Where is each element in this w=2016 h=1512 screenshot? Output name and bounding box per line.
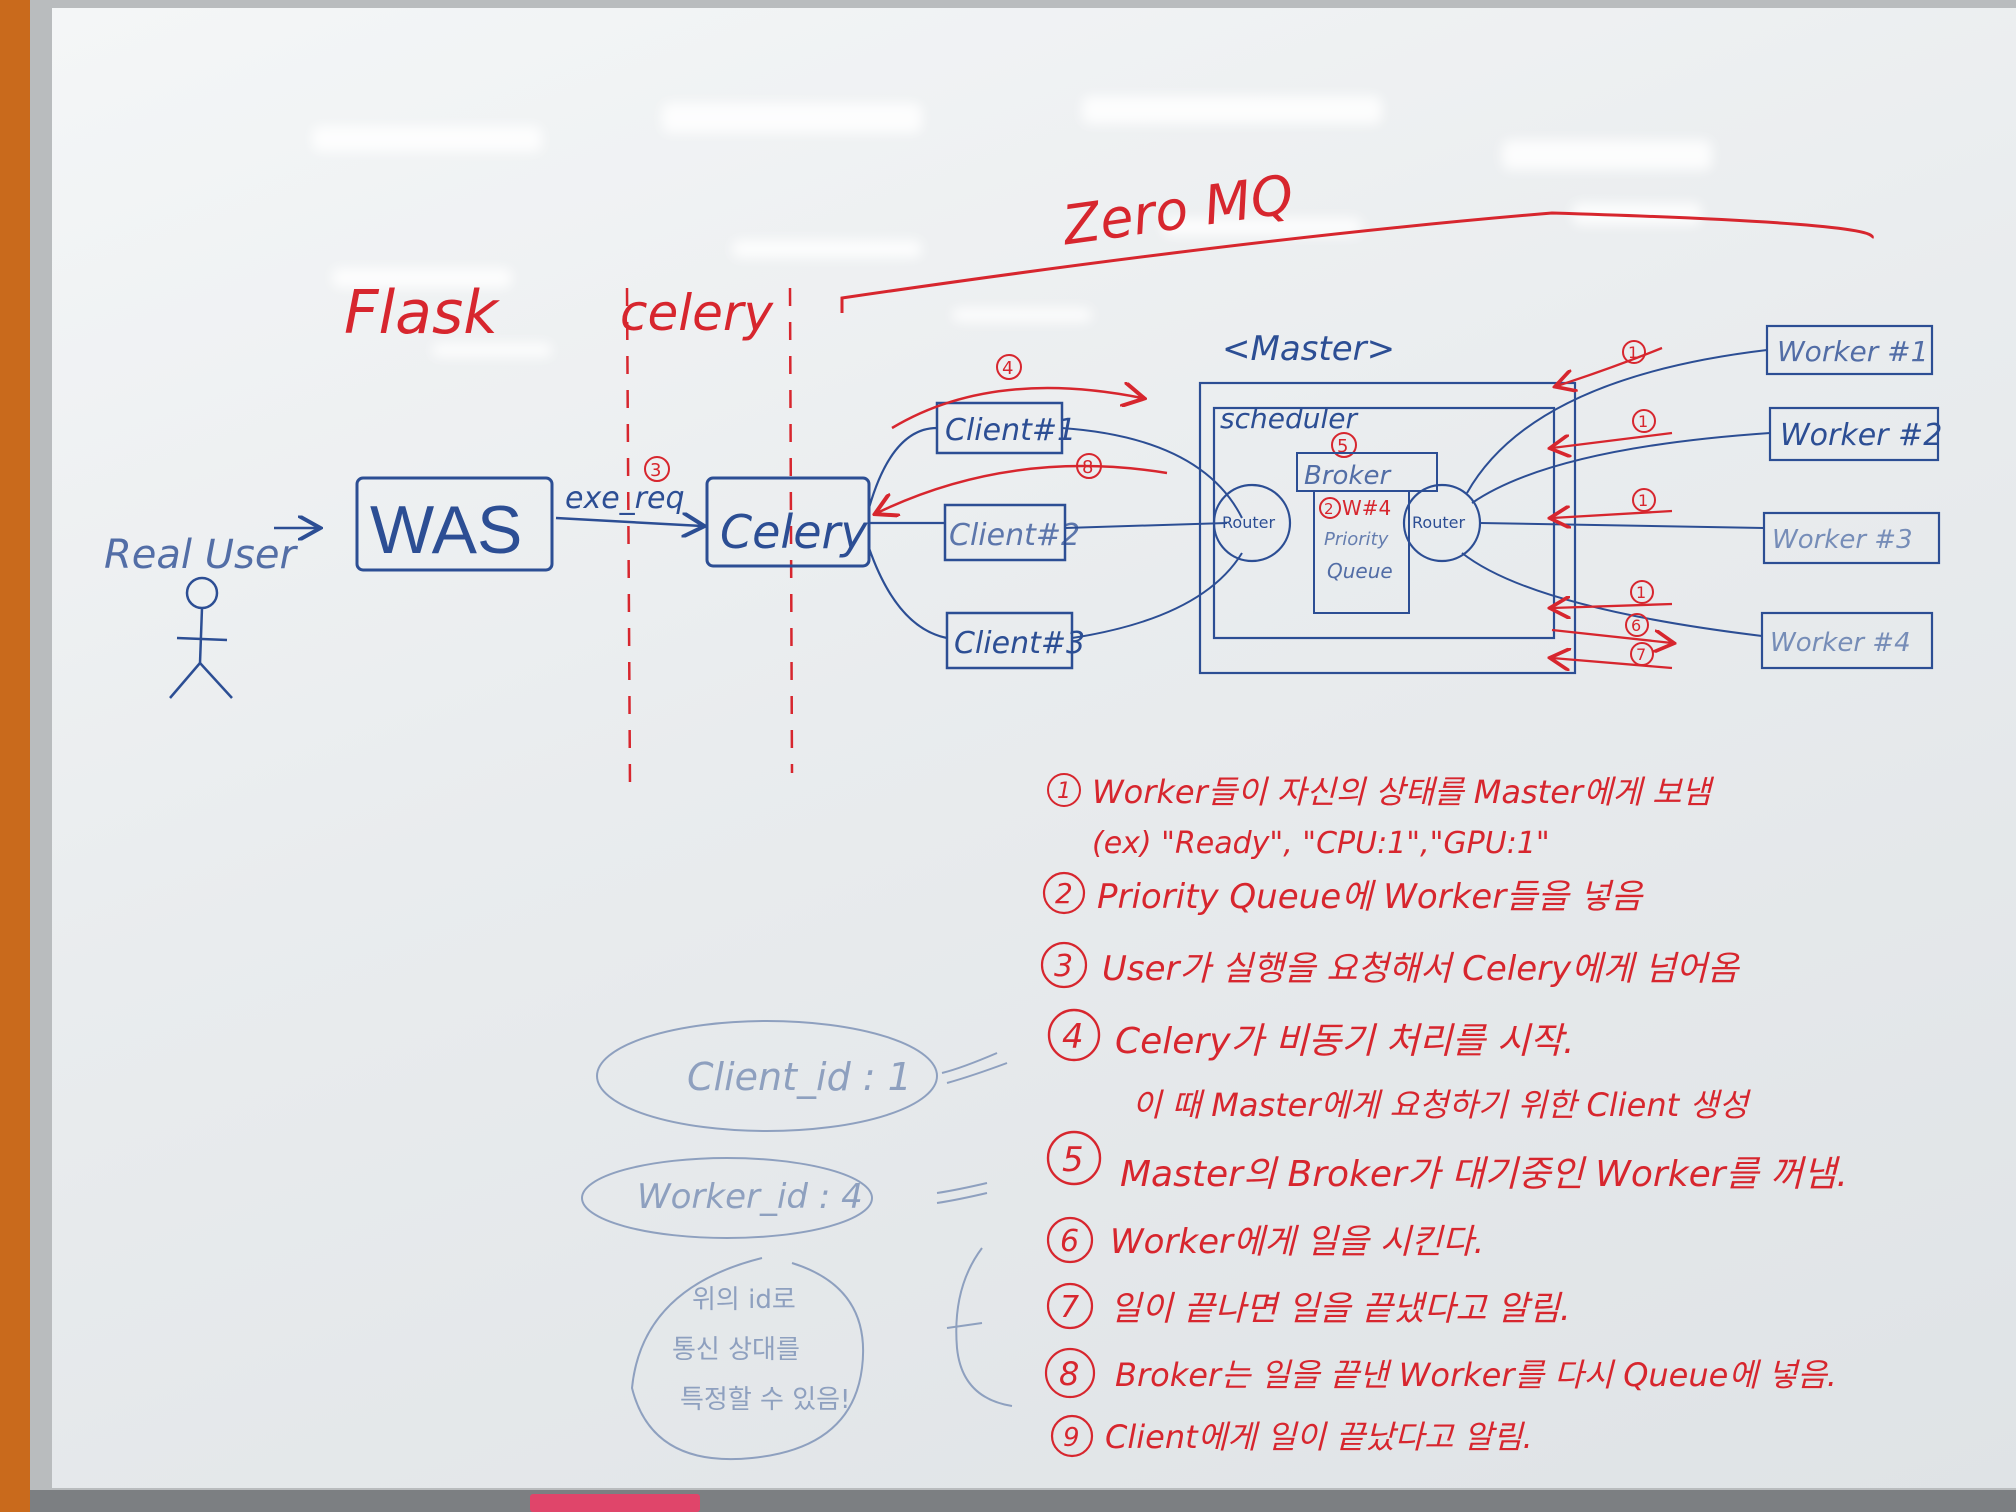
worker-step-1a: 1 (1628, 343, 1638, 362)
zeromq-bracket (840, 211, 1874, 313)
priority-queue-box (1313, 490, 1410, 614)
comment-line-1: 위의 id로 (692, 1285, 796, 1315)
was-to-celery-arrow (555, 518, 702, 526)
step-list-1b-text: (ex) "Ready", "CPU:1","GPU:1" (1092, 826, 1550, 861)
router-left-label: Router (1222, 513, 1275, 532)
worker-step-7: 7 (1636, 645, 1646, 664)
was-box (355, 476, 554, 572)
celery-divider-left (625, 287, 632, 789)
step-list-9-text: Client에게 일이 끝났다고 알림. (1105, 1418, 1533, 1456)
step-list-7-num: 7 (1060, 1290, 1079, 1325)
step-list-4-circle (1047, 1008, 1101, 1062)
step-list-1-circle (1047, 773, 1081, 807)
step-list-2-num: 2 (1055, 877, 1073, 910)
router-right-label: Router (1412, 513, 1465, 532)
step-list: 1 Worker들이 자신의 상태를 Master에게 보냄 (ex) "Rea… (1040, 773, 1848, 1458)
queue-label: Queue (1327, 559, 1393, 583)
celery-divider-right (788, 287, 794, 774)
whiteboard: Zero MQ Flask celery <Master> Real User … (52, 8, 2016, 1488)
worker-id-note: Worker_id : 4 (637, 1177, 863, 1217)
step-list-4-text: Celery가 비동기 처리를 시작. (1115, 1021, 1574, 1062)
scheduler-label: scheduler (1220, 402, 1358, 435)
client-3-label: Client#3 (954, 626, 1085, 661)
wall (0, 0, 30, 1512)
worker-3-label: Worker #3 (1772, 525, 1913, 555)
master-outer-box (1198, 381, 1577, 675)
client-2-box (943, 503, 1067, 562)
comment-line-2: 통신 상대를 (672, 1335, 800, 1365)
step-4-arrow (891, 388, 1142, 430)
side-notes (581, 1020, 1013, 1461)
router-left-circle (1212, 483, 1292, 563)
client-3-box (945, 611, 1074, 670)
worker-step-6: 6 (1631, 616, 1641, 635)
step-list-1-text: Worker들이 자신의 상태를 Master에게 보냄 (1092, 773, 1715, 811)
step-list-9-num: 9 (1063, 1423, 1080, 1453)
step-5-mark (1331, 432, 1357, 458)
step-list-8-num: 8 (1059, 1355, 1079, 1393)
step-list-5-circle (1046, 1130, 1102, 1186)
step-list-1-num: 1 (1057, 779, 1071, 804)
step-list-6-text: Worker에게 일을 시킨다. (1110, 1222, 1484, 1262)
worker-step-marks (1622, 340, 1656, 666)
worker-1-label: Worker #1 (1777, 335, 1928, 368)
broker-label: Broker (1304, 461, 1392, 491)
step-list-2-circle (1042, 871, 1086, 915)
w4-label: W#4 (1342, 496, 1391, 520)
step-3-mark (644, 456, 670, 482)
celery-heading: celery (620, 284, 774, 342)
real-user-label: Real User (104, 532, 298, 578)
step-list-7-text: 일이 끝나면 일을 끝냈다고 알림. (1110, 1289, 1571, 1329)
worker-4-label: Worker #4 (1770, 628, 1911, 658)
step-4-mark (996, 354, 1022, 380)
step-2-mark (1319, 497, 1341, 519)
worker-3-box (1762, 511, 1941, 565)
step-list-7-circle (1046, 1282, 1094, 1330)
marker-tray (30, 1490, 2016, 1512)
flask-label: Flask (344, 278, 500, 348)
step-list-6-num: 6 (1060, 1224, 1079, 1259)
celery-client-links (867, 426, 948, 640)
stick-figure-user (169, 576, 233, 699)
router-worker-links (1461, 349, 1771, 637)
master-heading: <Master> (1222, 329, 1395, 369)
step-list-5-num: 5 (1062, 1140, 1084, 1180)
marker-pen (530, 1494, 700, 1512)
priority-label: Priority (1324, 529, 1389, 550)
worker-step-1c: 1 (1638, 491, 1648, 510)
step-list-3-text: User가 실행을 요청해서 Celery에게 넘어옴 (1102, 949, 1740, 989)
step-list-6-circle (1046, 1216, 1094, 1264)
step-list-8-text: Broker는 일을 끝낸 Worker를 다시 Queue에 넣음. (1115, 1356, 1837, 1394)
step-list-4-num: 4 (1062, 1017, 1084, 1057)
step-5-mark-label: 5 (1337, 436, 1348, 457)
client-2-label: Client#2 (949, 518, 1080, 553)
step-list-4b-text: 이 때 Master에게 요청하기 위한 Client 생성 (1132, 1086, 1752, 1124)
client-1-label: Client#1 (945, 413, 1076, 448)
step-list-8-circle (1044, 1347, 1096, 1399)
exe-req-label: exe_req (565, 481, 685, 516)
worker-2-label: Worker #2 (1780, 418, 1942, 453)
whiteboard-diagram: Zero MQ Flask celery <Master> Real User … (104, 163, 1942, 1461)
step-3-mark-label: 3 (650, 460, 661, 481)
worker-4-box (1760, 611, 1934, 670)
worker-step-1b: 1 (1638, 412, 1648, 431)
step-list-2-text: Priority Queue에 Worker들을 넣음 (1097, 877, 1644, 917)
comment-line-3: 특정할 수 있음! (680, 1385, 850, 1415)
step-2-mark-label: 2 (1324, 500, 1334, 518)
step-list-5-text: Master의 Broker가 대기중인 Worker를 꺼냄. (1120, 1154, 1848, 1195)
step-list-3-num: 3 (1054, 949, 1073, 984)
was-label: WAS (370, 492, 522, 568)
step-4-mark-label: 4 (1002, 358, 1013, 379)
celery-node-label: Celery (720, 505, 868, 559)
worker-status-arrows (1552, 346, 1672, 668)
step-8-mark (1076, 453, 1102, 479)
worker-step-1d: 1 (1636, 583, 1646, 602)
client-id-note: Client_id : 1 (687, 1055, 912, 1099)
step-list-9-circle (1050, 1414, 1094, 1458)
step-list-3-circle (1040, 941, 1088, 989)
step-8-mark-label: 8 (1082, 457, 1093, 478)
step-8-arrow (877, 464, 1168, 513)
